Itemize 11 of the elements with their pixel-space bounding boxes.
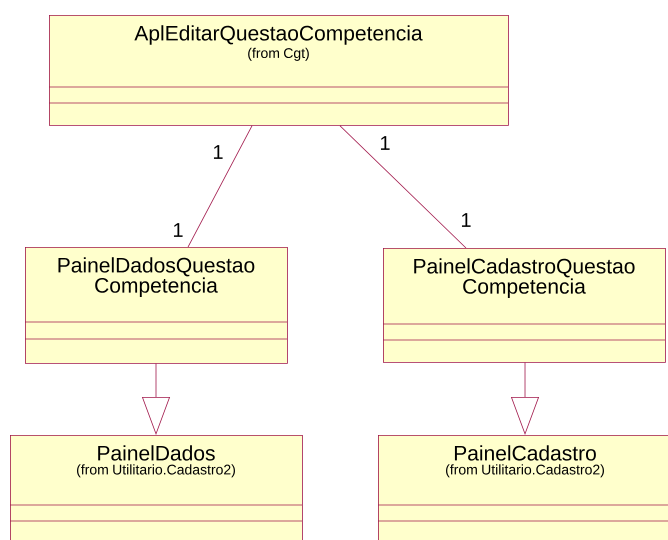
class-box: PainelCadastroQuestao Competencia — [382, 248, 666, 363]
association-line — [340, 125, 466, 248]
class-box: PainelCadastro (from Utilitario.Cadastro2) — [378, 435, 668, 540]
multiplicity-label: 1 — [462, 213, 471, 227]
multiplicity-label: 1 — [174, 223, 183, 237]
multiplicity-label: 1 — [380, 136, 390, 150]
multiplicity-label: 1 — [214, 145, 223, 159]
class-box: PainelDados (from Utilitario.Cadastro2) — [10, 435, 303, 540]
class-box: AplEditarQuestaoCompetencia (from Cgt) — [48, 15, 509, 126]
association-line — [188, 125, 252, 248]
class-box: PainelDadosQuestao Competencia — [24, 247, 288, 364]
